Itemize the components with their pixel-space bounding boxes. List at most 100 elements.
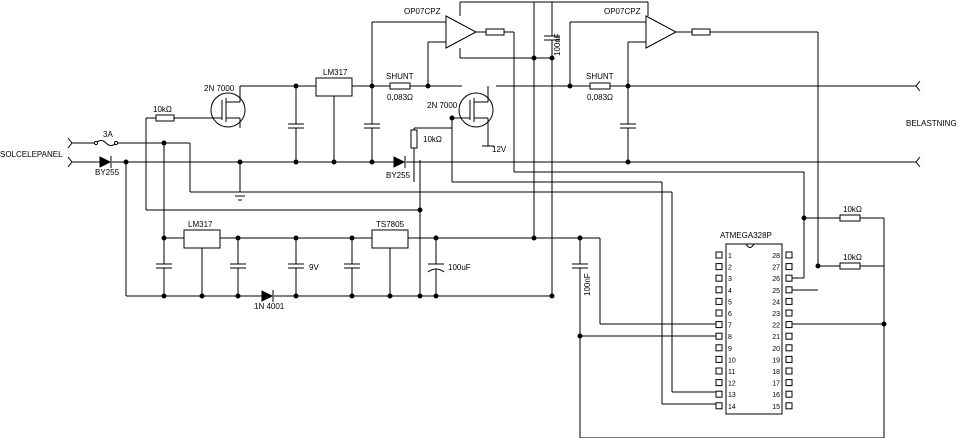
mcu-pin-label: 21 (772, 334, 780, 341)
mcu-pin-right-11 (785, 367, 793, 375)
shunt-1-label: SHUNT (386, 72, 414, 81)
mcu-resistor-1-label: 10kΩ (843, 205, 862, 214)
mcu-pin-left-6 (715, 309, 723, 317)
mcu-pin-label: 4 (728, 288, 732, 295)
supply-12v-label: 12V (492, 145, 507, 154)
mcu-resistor-2-label: 10kΩ (843, 253, 862, 262)
mcu-pin-label: 16 (772, 392, 780, 399)
mcu-pin-right-1 (785, 251, 793, 259)
opamp-1-label: OP07CPZ (404, 7, 441, 16)
mcu-pin-left-11 (715, 367, 723, 375)
ground-symbol (232, 162, 248, 201)
mcu-pin-label: 7 (728, 323, 732, 330)
mcu-pin-label: 27 (772, 265, 780, 272)
mcu-pin-label: 12 (728, 381, 736, 388)
mcu-pin-right-8 (785, 332, 793, 340)
cap-100nf-low-label: 100nF (583, 273, 592, 296)
shunt-2: SHUNT 0,083Ω (586, 72, 636, 162)
mcu-pin-left-3 (715, 274, 723, 282)
supply-verticals: 100nF (533, 2, 628, 296)
diode-low-label: 1N 4001 (254, 302, 285, 311)
mcu-pin-left-12 (715, 379, 723, 387)
mosfet-1-label: 2N 7000 (204, 84, 235, 93)
mcu-pin-right-10 (785, 355, 793, 363)
mcu-pin-label: 2 (728, 265, 732, 272)
regulator-top-label: LM317 (323, 68, 348, 77)
mosfet-1: 2N 7000 (204, 84, 246, 128)
mcu-pin-right-2 (785, 263, 793, 271)
opamp-1: OP07CPZ (372, 1, 805, 218)
mcu-pin-label: 18 (772, 369, 780, 376)
diode-input: BY255 (95, 156, 120, 177)
pull-resistor: 10kΩ (410, 127, 452, 296)
mosfet-2-label: 2N 7000 (427, 101, 458, 110)
mcu-pin-label: 19 (772, 357, 780, 364)
mcu-pin-label: 28 (772, 253, 780, 260)
load-label: BELASTNING (906, 119, 957, 128)
opamp-2-label: OP07CPZ (604, 7, 641, 16)
mcu-pin-label: 8 (728, 334, 732, 341)
mcu-pin-right-5 (785, 297, 793, 305)
mcu-pin-right-6 (785, 309, 793, 317)
shunt-2-label: SHUNT (586, 72, 614, 81)
mcu-pin-right-14 (785, 402, 793, 410)
mcu-pin-left-1 (715, 251, 723, 259)
mcu-pin-left-7 (715, 321, 723, 329)
mcu-pin-label: 22 (772, 323, 780, 330)
mcu-pin-label: 1 (728, 253, 732, 260)
regulator-top: LM317 (288, 22, 380, 162)
mcu-pin-left-10 (715, 355, 723, 363)
regulator-5v-label: TS7805 (376, 220, 405, 229)
mcu-pin-label: 25 (772, 288, 780, 295)
mcu-pin-left-2 (715, 263, 723, 271)
mcu-pin-right-7 (785, 321, 793, 329)
main-wires (67, 80, 921, 168)
fuse: 3A (93, 130, 119, 146)
gate-resistor-label: 10kΩ (153, 105, 172, 114)
gate-resistor: 10kΩ (145, 105, 222, 210)
mcu-pin-label: 15 (772, 404, 780, 411)
cap-100nf-top-label: 100nF (553, 33, 562, 56)
supply-9v-label: 9V (309, 263, 319, 272)
mcu-pin-left-5 (715, 297, 723, 305)
mcu-pin-left-4 (715, 286, 723, 294)
mcu-pin-label: 13 (728, 392, 736, 399)
mcu-pin-label: 3 (728, 276, 732, 283)
mcu-pin-right-9 (785, 344, 793, 352)
mcu-pin-label: 24 (772, 299, 780, 306)
mcu-pin-label: 9 (728, 346, 732, 353)
regulator-low-label: LM317 (188, 220, 213, 229)
mcu-pin-label: 6 (728, 311, 732, 318)
shunt-1-value: 0,083Ω (387, 93, 413, 102)
shunt-1: SHUNT 0,083Ω (386, 72, 414, 102)
mcu-pin-right-13 (785, 390, 793, 398)
mcu-pin-left-9 (715, 344, 723, 352)
mcu-pin-label: 5 (728, 299, 732, 306)
mcu-pin-label: 26 (772, 276, 780, 283)
fuse-label: 3A (103, 130, 113, 139)
mcu-label: ATMEGA328P (720, 231, 772, 240)
pull-resistor-label: 10kΩ (423, 135, 442, 144)
mcu-pin-right-3 (785, 274, 793, 282)
mcu-pin-left-8 (715, 332, 723, 340)
mcu-pin-right-4 (785, 286, 793, 294)
lower-section: LM317 TS7805 9V 100uF 1N 4001 (125, 162, 600, 311)
diode-input-label: BY255 (95, 168, 120, 177)
mosfet-2: 2N 7000 12V (427, 86, 716, 405)
mcu-pin-label: 10 (728, 357, 736, 364)
mcu-pin-left-13 (715, 390, 723, 398)
mcu-pin-label: 11 (728, 369, 735, 376)
mcu-block: ATMEGA328P 12345678910111213142827262524… (572, 205, 885, 438)
mcu-pin-label: 20 (772, 346, 780, 353)
mcu-pin-label: 14 (728, 404, 736, 411)
opamp-2: OP07CPZ (604, 2, 819, 266)
mcu-pin-label: 17 (772, 381, 780, 388)
cap-100uf-label: 100uF (448, 263, 471, 272)
mcu-pin-label: 23 (772, 311, 780, 318)
diode-mid: BY255 (386, 156, 411, 180)
solar-panel-label: SOLCELEPANEL (0, 150, 63, 159)
mcu-pin-right-12 (785, 379, 793, 387)
shunt-2-value: 0,083Ω (587, 93, 613, 102)
mcu-pin-left-14 (715, 402, 723, 410)
